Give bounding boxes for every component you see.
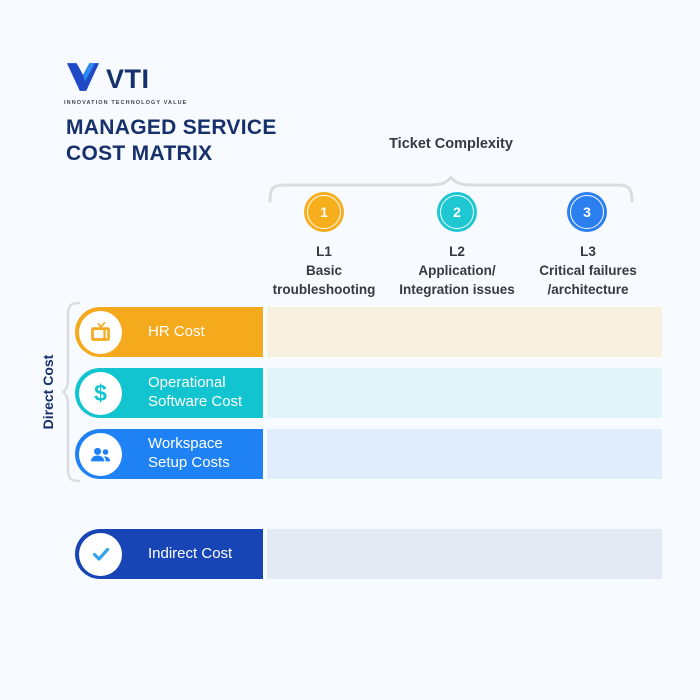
- level-1-label: L1 Basic troubleshooting: [239, 243, 409, 300]
- indirect-line1: Indirect Cost: [148, 544, 233, 562]
- people-icon: [79, 432, 122, 476]
- ticket-complexity-heading: Ticket Complexity: [389, 136, 513, 152]
- level-1-desc-line2: troubleshooting: [272, 281, 376, 297]
- logo-text: VTI: [106, 64, 150, 94]
- page-title-line2: COST MATRIX: [66, 141, 213, 165]
- level-2-number: 2: [453, 204, 461, 220]
- level-3-label: L3 Critical failures /architecture: [503, 243, 673, 300]
- level-2-desc-line1: Application/: [418, 262, 496, 278]
- level-2-ring: [440, 195, 474, 229]
- level-3-title: L3: [580, 244, 596, 259]
- page-title: MANAGED SERVICE COST MATRIX: [66, 115, 277, 167]
- workspace-setup-costs-pill: Workspace Setup Costs: [75, 429, 263, 479]
- indirect-cost-band: [267, 529, 662, 579]
- indirect-cost-label: Indirect Cost: [148, 545, 232, 564]
- operational-software-cost-band: [267, 368, 662, 418]
- tv-icon: [79, 310, 122, 354]
- direct-cost-brace: [60, 301, 82, 488]
- level-3-number: 3: [583, 204, 591, 220]
- hr-cost-pill-label: HR Cost: [148, 323, 205, 342]
- level-1-desc-line1: Basic: [305, 262, 343, 278]
- vti-logo: VTI INNOVATION TECHNOLOGY VALUE: [64, 62, 187, 106]
- operational-software-cost-pill: $ Operational Software Cost: [75, 368, 263, 418]
- page-title-line1: MANAGED SERVICE: [66, 116, 277, 139]
- workspace-setup-costs-band: [267, 429, 662, 479]
- hr-cost-pill: HR Cost: [75, 307, 263, 357]
- operational-line2: Software Cost: [148, 393, 243, 410]
- level-2-desc-line2: Integration issues: [399, 281, 515, 297]
- dollar-icon: $: [79, 371, 122, 415]
- level-1-title: L1: [316, 244, 332, 259]
- level-2-label: L2 Application/ Integration issues: [372, 243, 542, 300]
- workspace-line1: Workspace: [148, 435, 223, 453]
- check-icon: [79, 532, 122, 576]
- hr-cost-line1: HR Cost: [148, 322, 205, 340]
- indirect-cost-pill: Indirect Cost: [75, 529, 263, 579]
- hr-cost-band: [267, 307, 662, 357]
- logo-tagline: INNOVATION TECHNOLOGY VALUE: [64, 100, 188, 106]
- operational-line1: Operational: [148, 374, 226, 392]
- level-3-desc-line1: Critical failures: [539, 262, 637, 278]
- workspace-setup-costs-label: Workspace Setup Costs: [148, 435, 230, 473]
- level-1-ring: [307, 195, 341, 229]
- operational-software-cost-label: Operational Software Cost: [148, 374, 242, 412]
- level-2-badge: 2: [437, 192, 477, 232]
- direct-cost-label: Direct Cost: [40, 354, 56, 430]
- workspace-line2: Setup Costs: [148, 454, 230, 471]
- level-1-number: 1: [320, 204, 328, 220]
- level-3-ring: [570, 195, 604, 229]
- vti-logo-icon: [64, 62, 102, 97]
- ticket-complexity-brace: [268, 175, 634, 209]
- level-2-title: L2: [449, 244, 465, 259]
- level-3-badge: 3: [567, 192, 607, 232]
- level-1-badge: 1: [304, 192, 344, 232]
- level-3-desc-line2: /architecture: [547, 281, 629, 297]
